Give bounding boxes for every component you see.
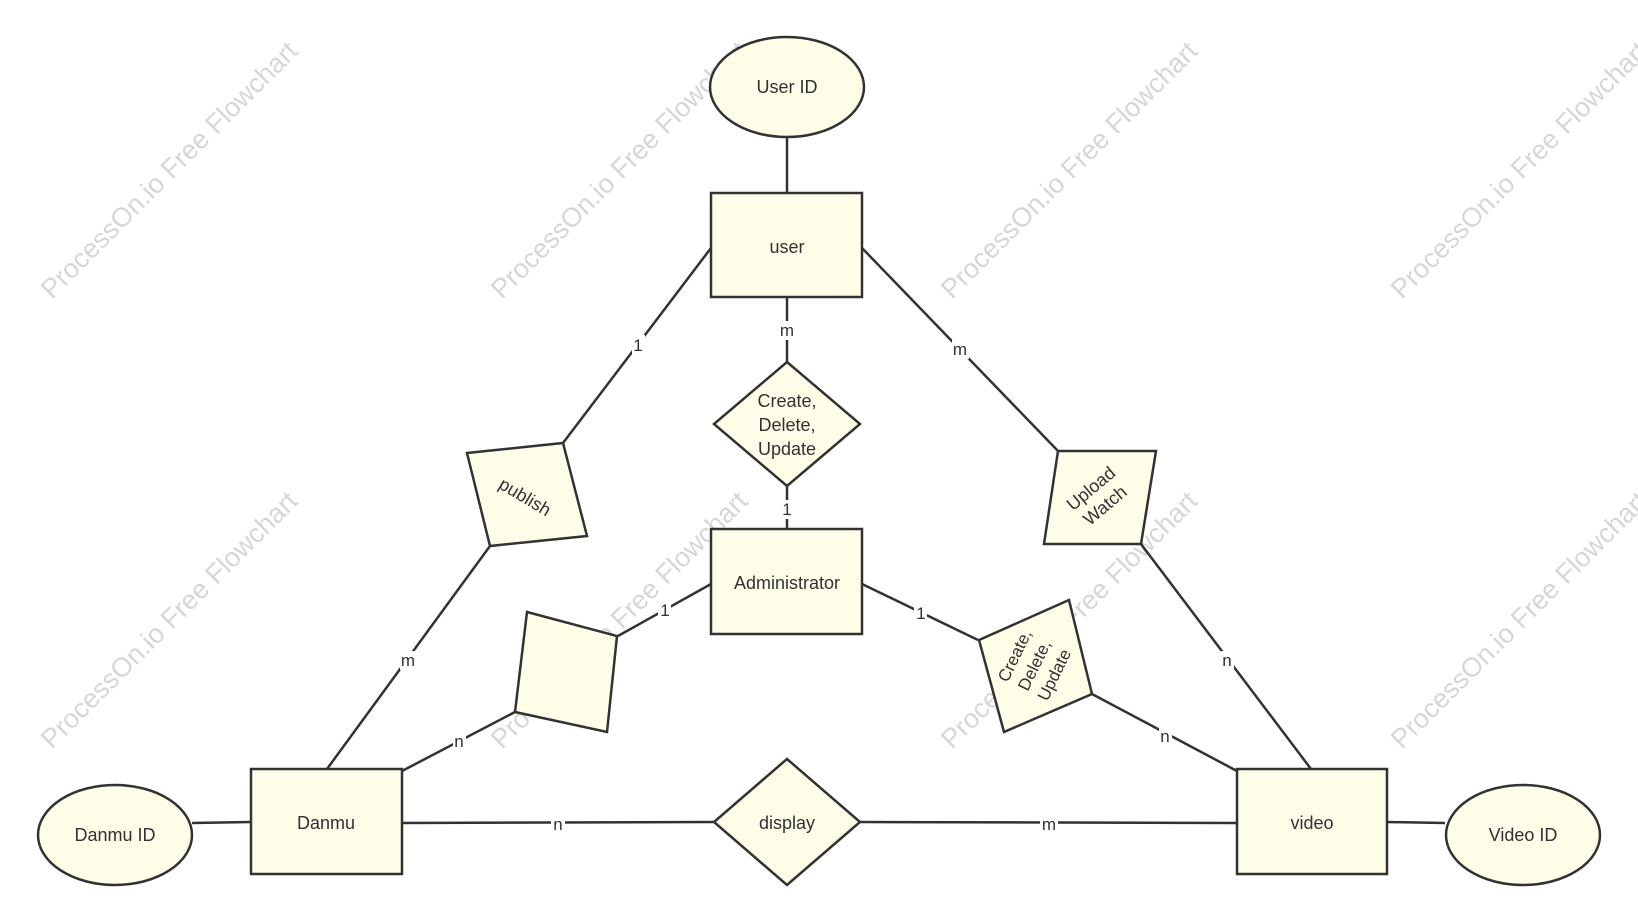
entity-video-label: video bbox=[1290, 813, 1333, 833]
attribute-danmu-id[interactable]: Danmu ID bbox=[36, 783, 194, 887]
entity-administrator-label: Administrator bbox=[734, 573, 840, 593]
relationship-admin-video[interactable]: Create, Delete, Update bbox=[977, 598, 1094, 734]
relationship-upload-watch[interactable]: Upload Watch bbox=[1042, 449, 1158, 546]
entity-user-label: user bbox=[769, 237, 804, 257]
watermark: ProcessOn.io Free Flowchart bbox=[1385, 485, 1638, 754]
edge-danmuid-danmu bbox=[191, 820, 252, 825]
cardinality-user-publish: 1 bbox=[633, 336, 642, 355]
cardinality-publish-danmu: m bbox=[401, 651, 415, 670]
attribute-danmu-id-label: Danmu ID bbox=[74, 825, 155, 845]
watermark-layer: ProcessOn.io Free Flowchart ProcessOn.io… bbox=[35, 35, 1638, 754]
attribute-user-id[interactable]: User ID bbox=[708, 35, 866, 139]
relationship-user-admin[interactable]: Create, Delete, Update bbox=[712, 360, 862, 488]
cardinality-user-upload: m bbox=[953, 340, 967, 359]
watermark: ProcessOn.io Free Flowchart bbox=[35, 485, 304, 754]
cardinality-upload-video: n bbox=[1222, 651, 1231, 670]
cardinality-danmu-display: n bbox=[553, 815, 562, 834]
cardinality-display-video: m bbox=[1042, 815, 1056, 834]
relationship-user-admin-line-3: Update bbox=[758, 439, 816, 459]
entity-administrator[interactable]: Administrator bbox=[709, 527, 864, 636]
attribute-video-id[interactable]: Video ID bbox=[1444, 783, 1602, 887]
cardinality-video-rel-video: n bbox=[1160, 727, 1169, 746]
cardinality-admin-video-rel: 1 bbox=[916, 604, 925, 623]
attribute-video-id-label: Video ID bbox=[1489, 825, 1558, 845]
entity-user[interactable]: user bbox=[709, 191, 864, 299]
cardinality-admin-user-rel: 1 bbox=[782, 500, 791, 519]
relationship-display-label: display bbox=[759, 813, 815, 833]
cardinality-user-admin-rel: m bbox=[780, 321, 794, 340]
entity-danmu[interactable]: Danmu bbox=[249, 767, 404, 876]
watermark: ProcessOn.io Free Flowchart bbox=[935, 35, 1204, 304]
watermark: ProcessOn.io Free Flowchart bbox=[35, 35, 304, 304]
relationship-user-admin-line-1: Create, bbox=[757, 391, 816, 411]
cardinality-admin-danmu-rel: 1 bbox=[660, 601, 669, 620]
relationship-user-admin-line-2: Delete, bbox=[758, 415, 815, 435]
attribute-user-id-label: User ID bbox=[756, 77, 817, 97]
relationship-publish[interactable]: publish bbox=[465, 441, 589, 548]
watermark: ProcessOn.io Free Flowchart bbox=[1385, 35, 1638, 304]
cardinality-labels: m 1 1 m m n 1 n 1 n n m bbox=[400, 321, 1234, 834]
relationship-display[interactable]: display bbox=[712, 757, 862, 887]
cardinality-danmu-rel-danmu: n bbox=[454, 732, 463, 751]
entity-danmu-label: Danmu bbox=[297, 813, 355, 833]
entity-video[interactable]: video bbox=[1235, 767, 1389, 876]
relationship-admin-danmu[interactable] bbox=[513, 610, 619, 734]
edge-video-videoid bbox=[1386, 820, 1446, 825]
